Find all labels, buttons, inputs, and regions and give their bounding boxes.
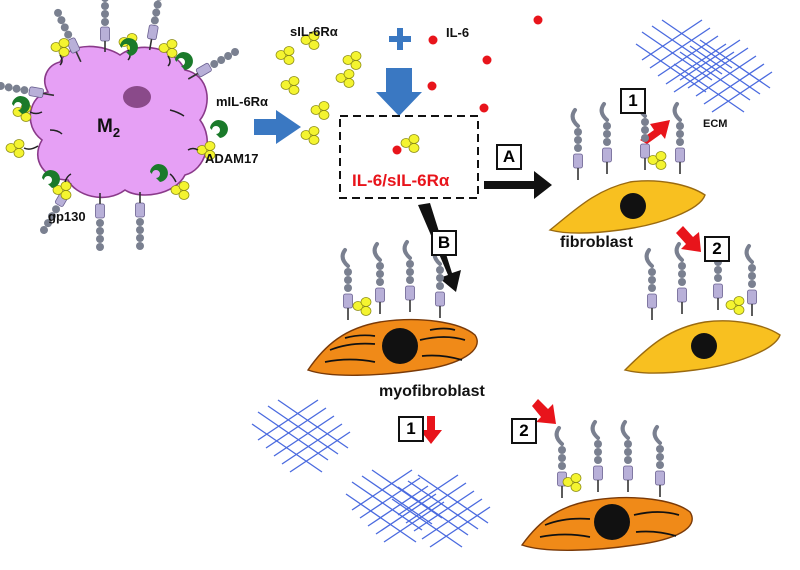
free-il6-dots — [427, 15, 543, 113]
red-arrow-fib-2 — [676, 226, 701, 252]
mil6r-label: mIL-6Rα — [216, 94, 269, 109]
ecm-left — [251, 399, 351, 473]
fibroblast-label: fibroblast — [560, 234, 633, 251]
ecm-bottom — [345, 469, 491, 548]
sil6r-label: sIL-6Rα — [290, 24, 338, 39]
myo-2-marker: 2 — [511, 418, 537, 444]
myofibroblast-cell-2 — [520, 420, 693, 551]
m2-nucleus — [123, 86, 151, 108]
fib-1-marker: 1 — [620, 88, 646, 114]
myo-1-marker: 1 — [398, 416, 424, 442]
m2-macrophage — [0, 0, 242, 252]
fib-2-marker: 2 — [704, 236, 730, 262]
myofibroblast-cell — [306, 240, 478, 376]
m2-label: M2 — [97, 116, 121, 140]
complex-box — [339, 115, 479, 199]
path-b-marker: B — [431, 230, 457, 256]
adam17-label: ADAM17 — [205, 151, 259, 166]
myofibroblast-label: myofibroblast — [379, 383, 485, 400]
arrow-a — [484, 171, 552, 199]
adam17-icons — [12, 38, 228, 188]
gp130-label: gp130 — [48, 209, 86, 224]
path-a-marker: A — [496, 144, 522, 170]
down-blue-arrow — [376, 68, 422, 116]
il6-label: IL-6 — [446, 25, 470, 40]
plus-icon — [389, 28, 411, 50]
fibroblast-cell-2 — [623, 238, 781, 374]
ecm-label: ECM — [703, 118, 728, 130]
complex-label: IL-6/sIL-6Rα — [352, 171, 450, 190]
ecm-top — [635, 19, 773, 113]
fibroblast-cell — [548, 98, 706, 234]
right-blue-arrow — [254, 110, 301, 144]
red-arrow-myo-1 — [420, 416, 442, 444]
red-arrow-myo-2 — [532, 399, 556, 424]
